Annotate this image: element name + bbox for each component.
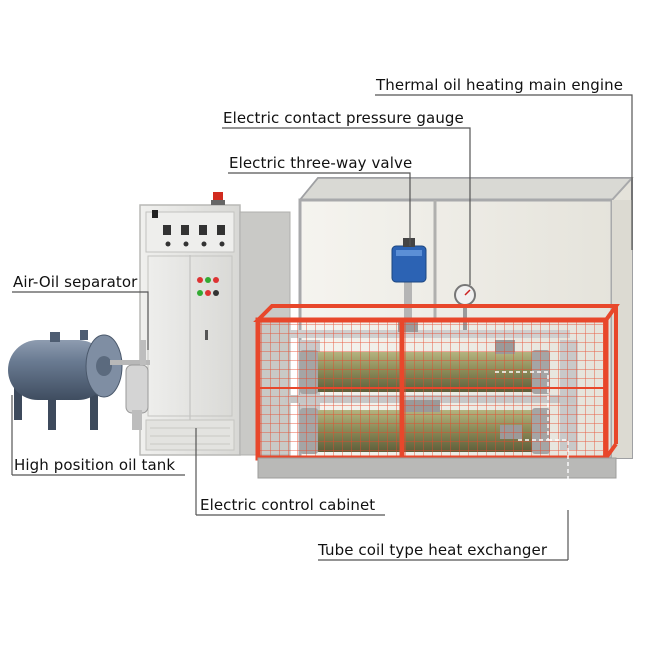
base-frame — [257, 457, 617, 479]
alarm-light — [211, 192, 225, 205]
label-air-oil-separator: Air-Oil separator — [13, 273, 138, 291]
oil-tank — [8, 330, 123, 430]
label-main-engine: Thermal oil heating main engine — [376, 76, 624, 94]
label-heat-exchanger: Tube coil type heat exchanger — [318, 541, 548, 559]
pressure-gauge — [454, 284, 476, 330]
safety-cage — [253, 304, 620, 461]
label-control-cabinet: Electric control cabinet — [200, 496, 376, 514]
leader-lines — [11, 94, 633, 561]
label-pressure-gauge: Electric contact pressure gauge — [223, 109, 464, 127]
label-oil-tank: High position oil tank — [14, 456, 176, 474]
air-oil-separator — [110, 340, 150, 430]
label-three-way-valve: Electric three-way valve — [229, 154, 413, 172]
